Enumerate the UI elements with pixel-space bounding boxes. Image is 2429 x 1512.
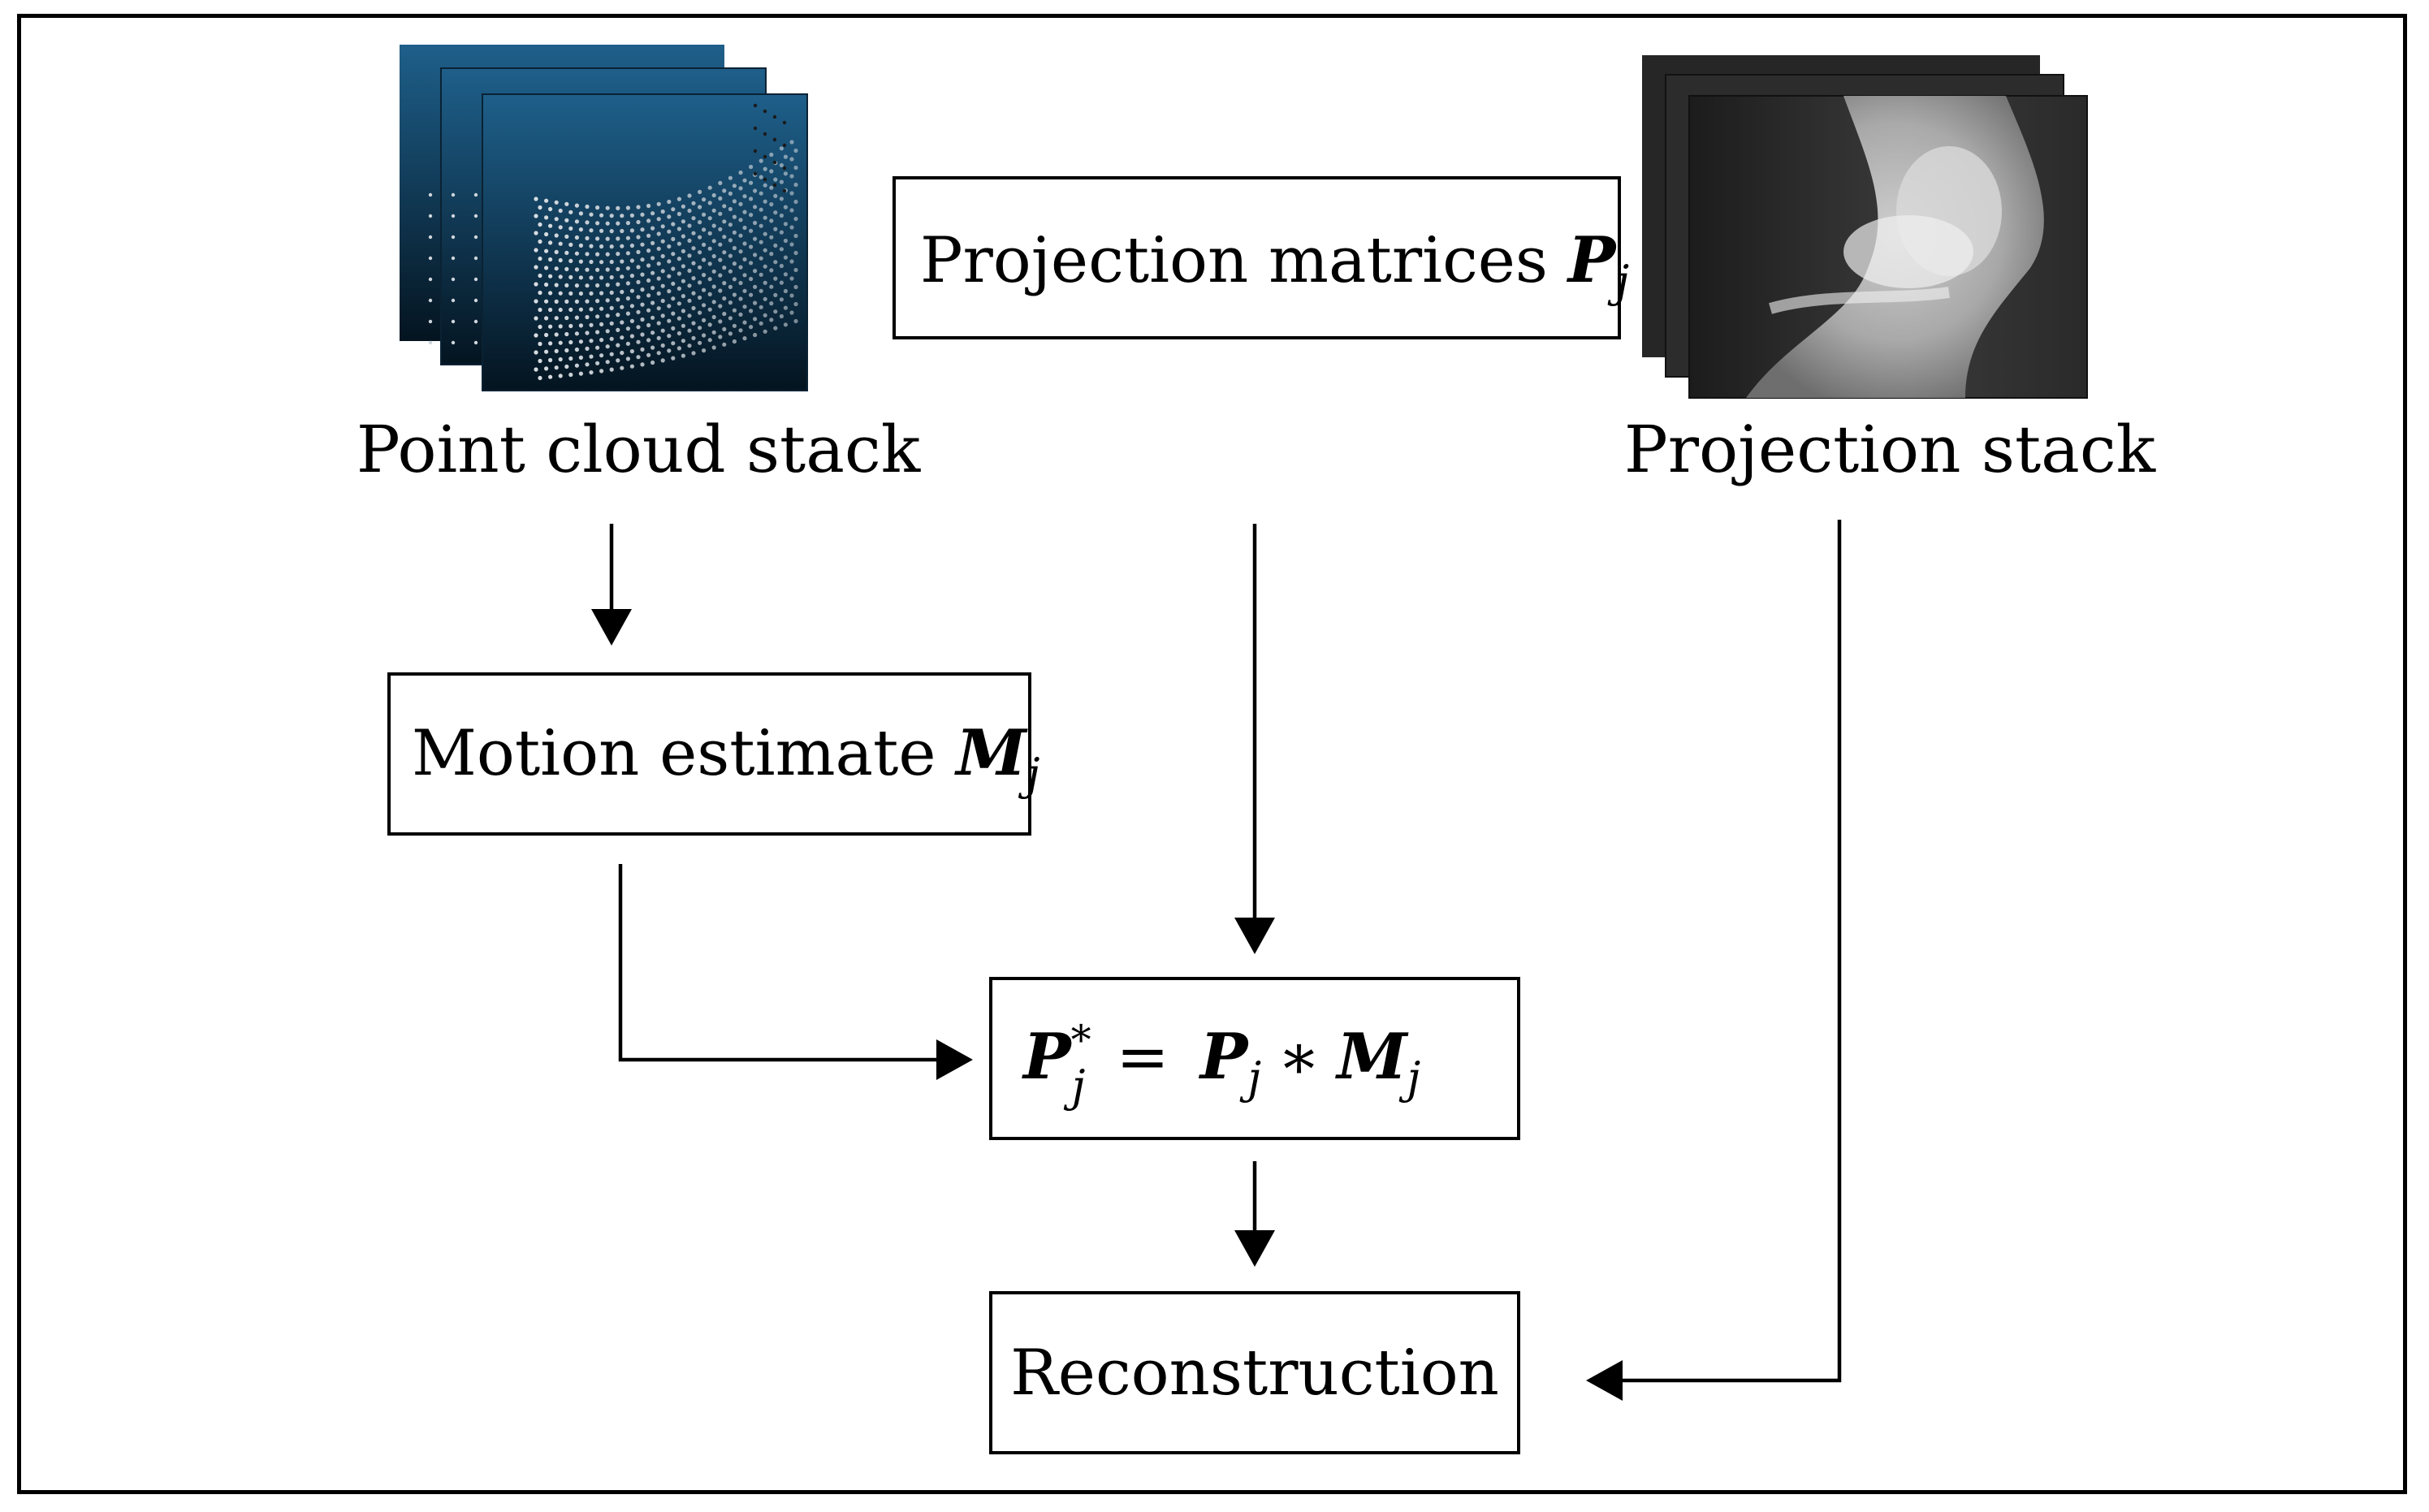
point-cloud-stack-image [400, 45, 808, 391]
reconstruction-box: Reconstruction [989, 1291, 1520, 1454]
motion-estimate-box: Motion estimate Mj [387, 672, 1039, 836]
arrow-equation-to-reconstruction [1234, 1161, 1275, 1267]
arrow-motion-to-equation [618, 864, 973, 1080]
point-cloud-stack-label: Point cloud stack [357, 412, 922, 487]
motion-estimate-label: Motion estimate Mj [412, 716, 1039, 800]
arrow-projection-matrices-to-equation [1234, 524, 1275, 954]
knee-xray [1746, 96, 2044, 398]
reconstruction-label: Reconstruction [1010, 1337, 1499, 1410]
arrow-point-cloud-to-motion [591, 524, 632, 646]
motion-symbol: M [953, 716, 1028, 790]
equation-box: P*j=Pj∗Mj [989, 977, 1520, 1140]
projection-stack-label: Projection stack [1624, 412, 2157, 487]
projection-symbol: P [1567, 223, 1618, 297]
arrow-projection-stack-to-reconstruction [1586, 520, 1842, 1401]
point-cloud-points [428, 103, 798, 381]
projection-stack-image [1642, 55, 2088, 399]
projection-matrices-label: Projection matrices Pj [920, 223, 1629, 307]
point-cloud-layer-front [482, 93, 808, 391]
projection-matrices-box: Projection matrices Pj [893, 176, 1629, 339]
